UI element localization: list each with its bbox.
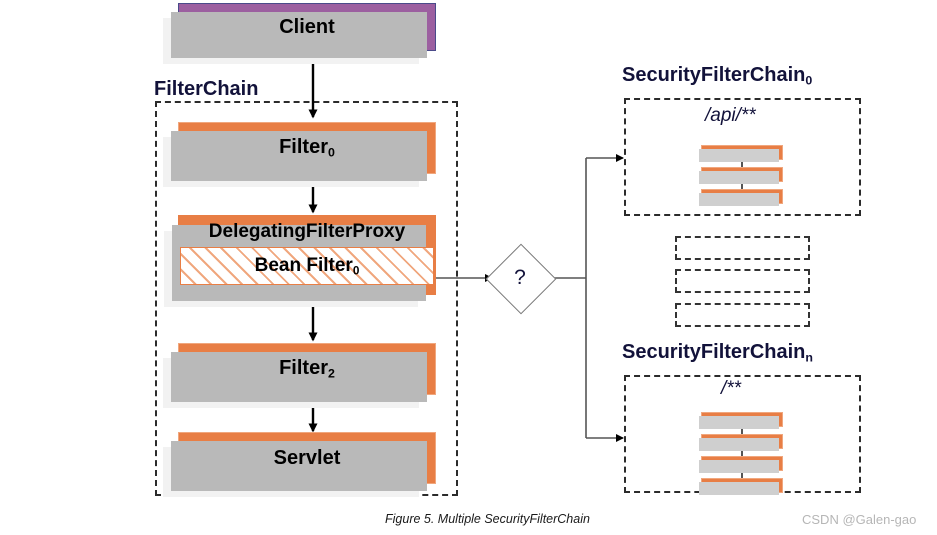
servlet-shadow: [171, 441, 427, 491]
chain-0-bar-2[interactable]: [699, 167, 783, 184]
chain-n-bar-1[interactable]: [699, 412, 783, 429]
figure-caption: Figure 5. Multiple SecurityFilterChain: [385, 512, 590, 526]
filter-0-shadow: [171, 131, 427, 181]
chain-0-bar-3[interactable]: [699, 189, 783, 206]
bar-shadow: [699, 193, 779, 206]
filter-2-shadow: [171, 352, 427, 402]
delegating-filter-proxy-box[interactable]: DelegatingFilterProxy Bean Filter0: [164, 215, 436, 307]
bar-shadow: [699, 149, 779, 162]
chain-n-bar-2[interactable]: [699, 434, 783, 451]
security-filter-chain-n-label: SecurityFilterChainn: [622, 341, 813, 365]
decision-label: ?: [514, 266, 526, 289]
dfp-title: DelegatingFilterProxy: [208, 221, 406, 242]
client-shadow: [171, 12, 427, 58]
placeholder-box-1: [675, 236, 810, 260]
security-filter-chain-0-container: [624, 98, 861, 216]
client-box[interactable]: Client: [163, 3, 436, 64]
watermark: CSDN @Galen-gao: [802, 512, 917, 527]
servlet-label: Servlet: [273, 446, 341, 469]
security-filter-chain-0-label: SecurityFilterChain0: [622, 64, 813, 88]
servlet-box[interactable]: Servlet: [163, 432, 436, 497]
filter-2-box[interactable]: Filter2: [163, 343, 436, 408]
bar-shadow: [699, 460, 779, 473]
chain-n-bar-3[interactable]: [699, 456, 783, 473]
chain-0-bar-1[interactable]: [699, 145, 783, 162]
bean-filter-box[interactable]: Bean Filter0: [180, 247, 434, 285]
security-filter-chain-0-pattern: /api/**: [705, 105, 756, 126]
placeholder-box-3: [675, 303, 810, 327]
bean-filter-label: Bean Filter0: [254, 254, 360, 278]
filter-2-label: Filter2: [279, 357, 335, 381]
filter-0-label: Filter0: [279, 136, 335, 160]
bar-shadow: [699, 438, 779, 451]
placeholder-box-2: [675, 269, 810, 293]
bar-shadow: [699, 482, 779, 495]
chain-n-bar-4[interactable]: [699, 478, 783, 495]
filter-chain-label: FilterChain: [154, 78, 259, 100]
bar-shadow: [699, 416, 779, 429]
bar-shadow: [699, 171, 779, 184]
filter-0-box[interactable]: Filter0: [163, 122, 436, 187]
security-filter-chain-n-pattern: /**: [721, 378, 742, 399]
client-label: Client: [279, 15, 335, 38]
